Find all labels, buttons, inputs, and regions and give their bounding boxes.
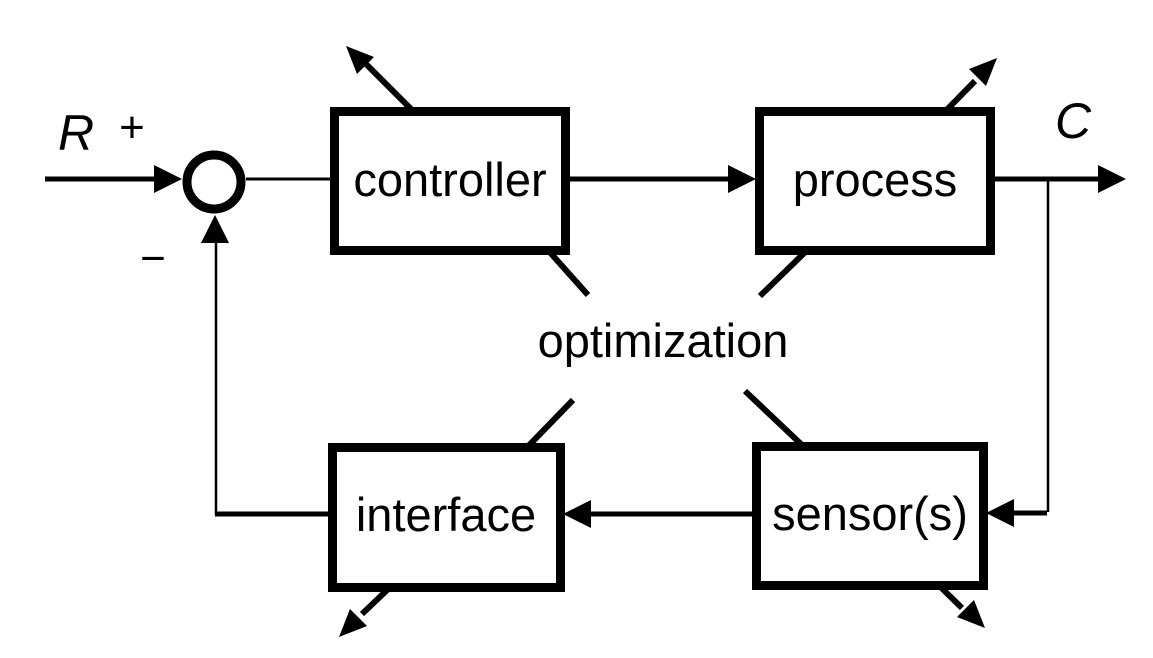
edge-process-to-output	[991, 165, 1126, 193]
plus-sign-label: +	[119, 103, 145, 152]
minus-sign-label: −	[140, 234, 166, 283]
edge-controller-to-process	[566, 165, 756, 193]
process-label: process	[793, 153, 958, 206]
arrowhead-icon	[346, 46, 374, 74]
sensors-block	[752, 442, 988, 590]
arrowhead-icon	[563, 500, 591, 528]
interface-label: interface	[356, 488, 536, 541]
arrowhead-icon	[1098, 165, 1126, 193]
process-block	[755, 107, 995, 255]
arrowhead-icon	[986, 499, 1014, 527]
sensors-label: sensor(s)	[772, 487, 968, 540]
edge-interface-to-sum	[201, 215, 331, 517]
controller-block	[330, 107, 570, 255]
arrowhead-icon	[728, 165, 756, 193]
arrowhead-icon	[154, 165, 182, 193]
edge-output-tap-to-sensor	[986, 181, 1050, 527]
reference-signal-label: R	[58, 105, 94, 161]
edge-sensor-to-interface	[563, 500, 753, 528]
output-signal-label: C	[1055, 93, 1092, 149]
arrowhead-icon	[969, 58, 997, 86]
interface-block	[328, 443, 565, 592]
edge-reference-to-sum	[45, 165, 182, 193]
arrowhead-icon	[339, 609, 367, 637]
arrowhead-icon	[957, 600, 985, 628]
controller-label: controller	[353, 153, 546, 206]
summing-junction	[182, 150, 246, 214]
optimization-label: optimization	[538, 314, 789, 367]
arrowhead-icon	[201, 215, 229, 243]
